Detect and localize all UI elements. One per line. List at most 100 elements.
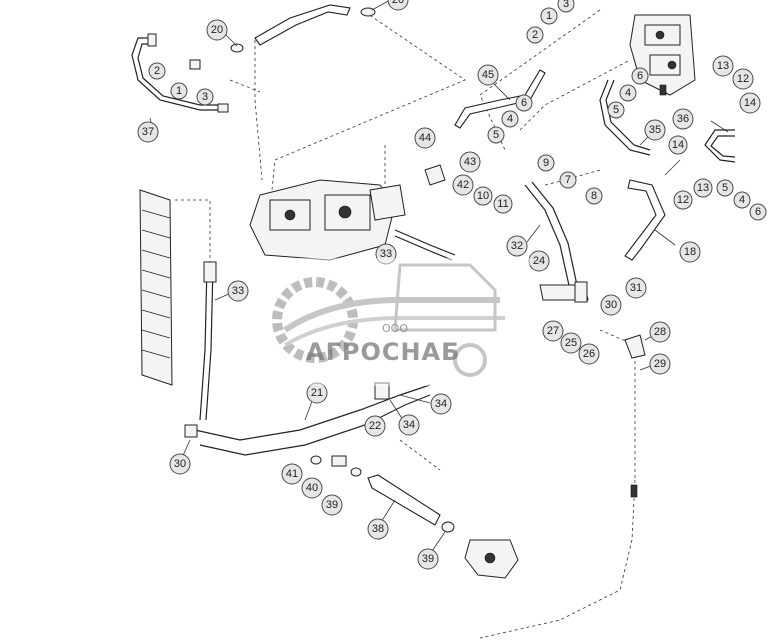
svg-text:29: 29 (654, 358, 666, 370)
svg-text:34: 34 (403, 419, 415, 431)
callout-44: 44 (414, 127, 436, 149)
callout-35: 35 (644, 119, 666, 141)
callout-14: 14 (739, 92, 761, 114)
callout-30: 30 (600, 294, 622, 316)
svg-text:2: 2 (154, 65, 160, 77)
svg-text:2: 2 (532, 29, 538, 41)
callout-29: 29 (649, 353, 671, 375)
svg-text:25: 25 (565, 337, 577, 349)
svg-text:4: 4 (625, 87, 631, 99)
callout-45: 45 (477, 64, 499, 86)
svg-text:20: 20 (211, 24, 223, 36)
callout-18: 18 (679, 241, 701, 263)
hose-18 (624, 179, 666, 261)
svg-text:1: 1 (546, 10, 552, 22)
callout-28: 28 (649, 321, 671, 343)
svg-text:21: 21 (311, 387, 323, 399)
callout-6: 6 (515, 94, 533, 112)
svg-text:26: 26 (583, 348, 595, 360)
svg-text:20: 20 (392, 0, 404, 6)
fitting-block-24 (539, 281, 589, 303)
svg-text:14: 14 (744, 97, 756, 109)
hose-32 (524, 181, 579, 291)
svg-text:10: 10 (477, 190, 489, 202)
svg-text:6: 6 (521, 97, 527, 109)
svg-text:11: 11 (497, 198, 508, 210)
svg-text:33: 33 (380, 248, 392, 260)
svg-text:6: 6 (637, 70, 643, 82)
callout-27: 27 (542, 320, 564, 342)
callout-7: 7 (559, 171, 577, 189)
svg-text:4: 4 (739, 194, 745, 206)
svg-text:4: 4 (507, 113, 513, 125)
drain-line-29 (479, 479, 638, 639)
svg-text:41: 41 (286, 468, 298, 480)
svg-text:36: 36 (677, 113, 689, 125)
callout-11: 11 (493, 194, 513, 214)
callout-4: 4 (733, 191, 751, 209)
callout-34: 34 (398, 414, 420, 436)
watermark-prefix: ООО (382, 322, 408, 335)
svg-text:8: 8 (591, 190, 597, 202)
callout-6: 6 (749, 203, 767, 221)
callout-12: 12 (673, 190, 693, 210)
callout-1: 1 (170, 82, 188, 100)
svg-text:5: 5 (493, 129, 499, 141)
callout-5: 5 (716, 179, 734, 197)
hose-33 (199, 261, 217, 421)
hose-36 (704, 129, 736, 163)
svg-text:35: 35 (649, 124, 661, 136)
callout-30: 30 (169, 453, 191, 475)
svg-text:3: 3 (563, 0, 569, 10)
callout-39: 39 (417, 548, 439, 570)
callout-42: 42 (452, 174, 474, 196)
svg-text:28: 28 (654, 326, 666, 338)
svg-text:44: 44 (419, 132, 431, 144)
svg-text:31: 31 (630, 282, 642, 294)
svg-text:13: 13 (697, 182, 709, 194)
svg-text:18: 18 (684, 246, 696, 258)
callout-34: 34 (430, 393, 452, 415)
callout-2: 2 (526, 26, 544, 44)
svg-text:32: 32 (511, 240, 523, 252)
elbow-fitting-28 (624, 334, 646, 359)
svg-text:22: 22 (369, 420, 381, 432)
svg-text:43: 43 (464, 156, 476, 168)
svg-text:13: 13 (717, 60, 729, 72)
callout-26: 26 (578, 343, 600, 365)
svg-text:27: 27 (547, 325, 559, 337)
hose-37 (131, 33, 229, 113)
svg-text:6: 6 (755, 206, 761, 218)
callout-33: 33 (227, 280, 249, 302)
assembly-dashed-lines (175, 9, 636, 480)
callout-3: 3 (557, 0, 575, 13)
svg-text:12: 12 (677, 194, 689, 206)
svg-text:40: 40 (306, 482, 318, 494)
callout-21: 21 (306, 382, 328, 404)
callout-20: 20 (387, 0, 409, 11)
callout-12: 12 (732, 68, 754, 90)
callout-36: 36 (672, 108, 694, 130)
svg-text:38: 38 (372, 523, 384, 535)
callout-37: 37 (137, 121, 159, 143)
callout-6: 6 (631, 67, 649, 85)
svg-text:3: 3 (202, 91, 208, 103)
hose-35 (599, 79, 651, 156)
callout-9: 9 (537, 154, 555, 172)
watermark-logo (268, 258, 530, 386)
callout-13: 13 (693, 178, 713, 198)
callout-40: 40 (301, 477, 323, 499)
callout-32: 32 (506, 235, 528, 257)
svg-text:34: 34 (435, 398, 447, 410)
svg-text:45: 45 (482, 69, 494, 81)
callout-5: 5 (607, 101, 625, 119)
svg-text:9: 9 (543, 157, 549, 169)
fitting-42 (424, 164, 446, 186)
svg-text:33: 33 (232, 285, 244, 297)
hose-34 (184, 382, 431, 456)
callout-8: 8 (585, 187, 603, 205)
callout-4: 4 (501, 110, 519, 128)
hydraulic-pump-assembly (249, 179, 456, 261)
valve-assembly-bottom (441, 521, 519, 579)
